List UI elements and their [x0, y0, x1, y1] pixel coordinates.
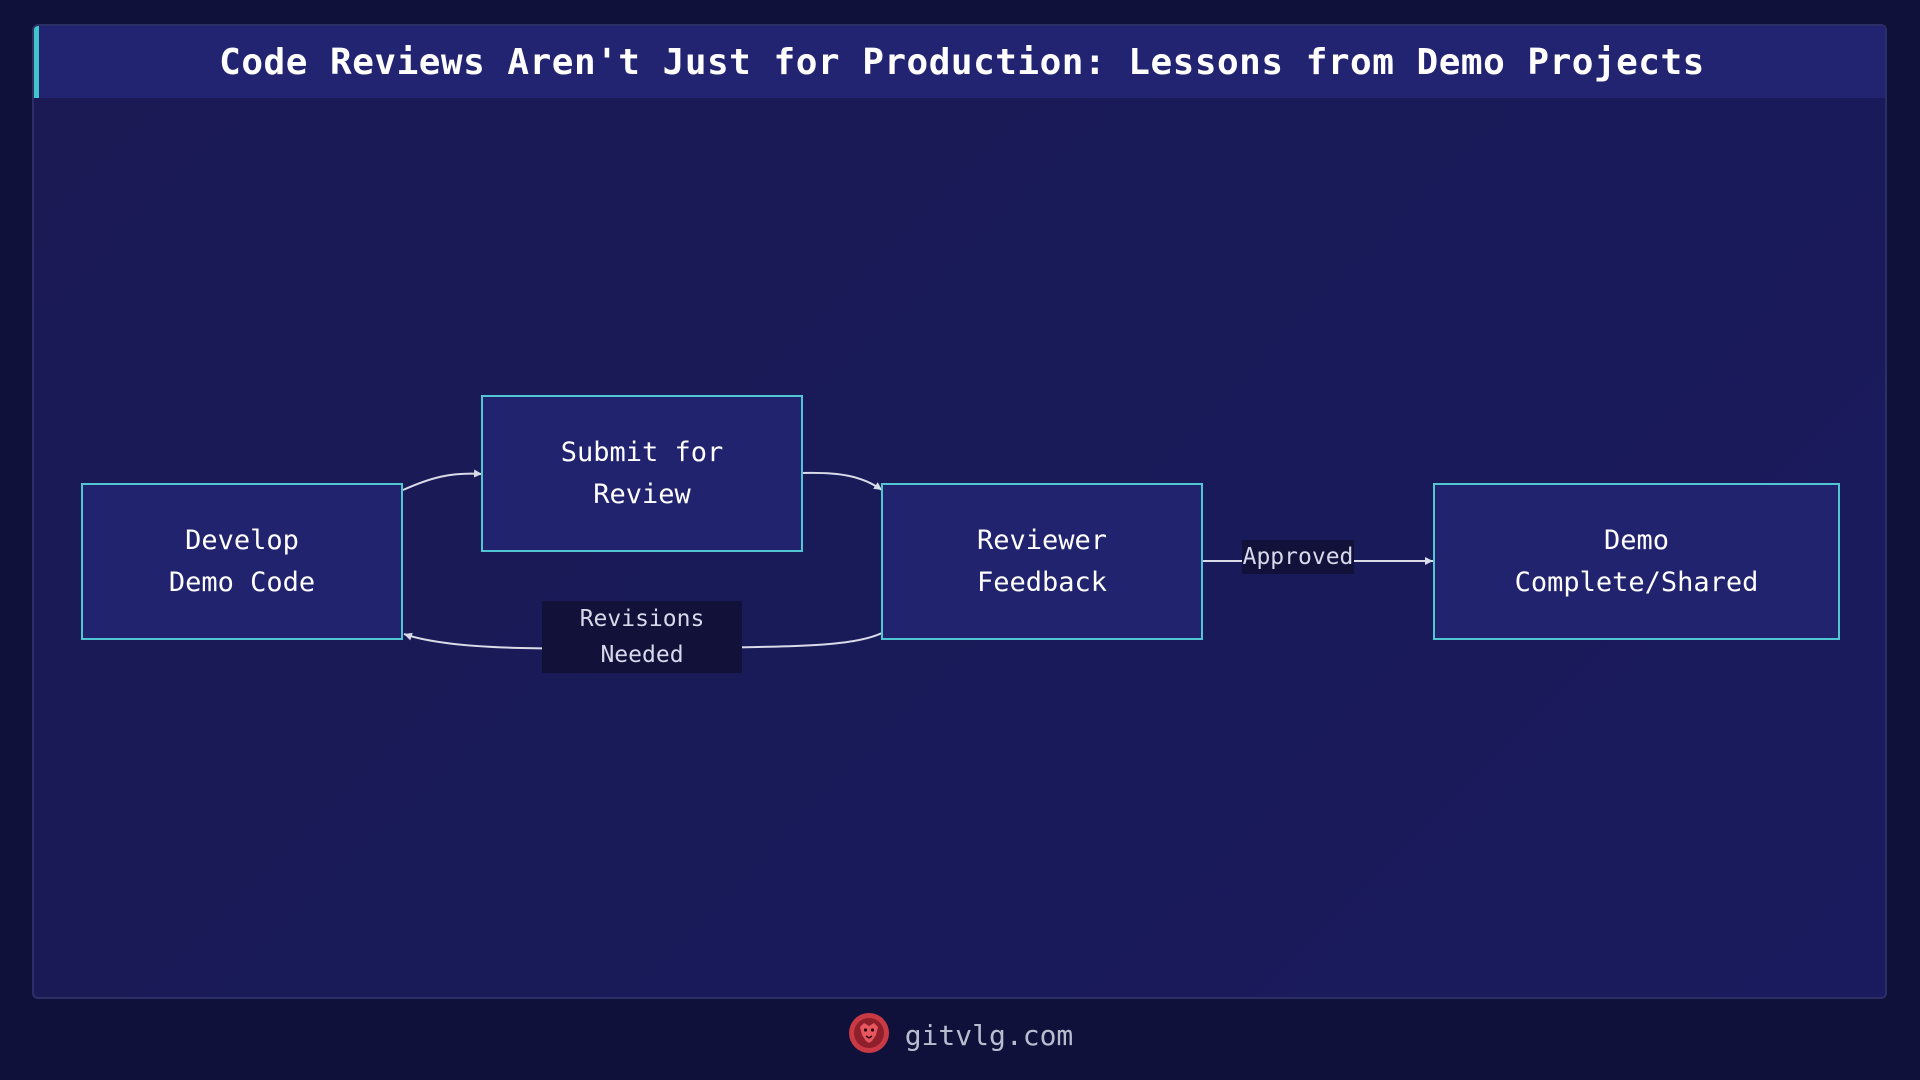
node-submit-for-review: Submit for Review [481, 395, 803, 552]
node-develop-demo-code: Develop Demo Code [81, 483, 403, 640]
title-bar: Code Reviews Aren't Just for Production:… [34, 26, 1885, 98]
edge-submit-to-feedback [801, 471, 883, 491]
footer: gitvlg.com [0, 1010, 1920, 1060]
edge-label-revisions-needed: Revisions Needed [542, 601, 742, 673]
edge-label-approved: Approved [1242, 540, 1354, 574]
node-reviewer-feedback: Reviewer Feedback [881, 483, 1203, 640]
lion-logo-icon [847, 1011, 891, 1059]
page-title: Code Reviews Aren't Just for Production:… [219, 41, 1705, 83]
footer-site-link[interactable]: gitvlg.com [904, 1018, 1074, 1052]
node-demo-complete-shared: Demo Complete/Shared [1433, 483, 1840, 640]
edge-develop-to-submit [402, 469, 483, 491]
